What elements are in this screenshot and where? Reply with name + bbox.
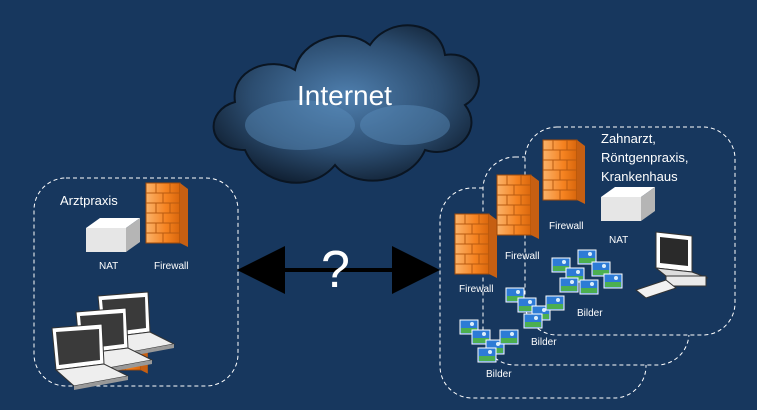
right-site-title-line-3: Krankenhaus	[601, 169, 678, 184]
internet-label: Internet	[297, 80, 392, 111]
laptops-icon	[51, 291, 175, 391]
firewall-icon	[145, 182, 189, 248]
firewall-icon	[496, 174, 540, 240]
back-firewall-label: Firewall	[459, 284, 494, 295]
firewall-icon	[454, 213, 498, 279]
front-firewall-label: Firewall	[549, 221, 584, 232]
middle-firewall-label: Firewall	[505, 251, 540, 262]
nat-router-icon	[601, 187, 655, 221]
nat-router-icon	[86, 218, 140, 252]
right-site-title-line-2: Röntgenpraxis,	[601, 150, 689, 165]
left-firewall-label: Firewall	[154, 261, 189, 272]
firewall-icon	[542, 139, 586, 205]
middle-images-label: Bilder	[531, 337, 557, 348]
front-nat-label: NAT	[609, 235, 629, 246]
front-images-label: Bilder	[577, 308, 603, 319]
right-site-title-line-1: Zahnarzt,	[601, 131, 656, 146]
left-nat-label: NAT	[99, 261, 119, 272]
workstation-icon	[634, 231, 709, 299]
back-images-label: Bilder	[486, 369, 512, 380]
internet-cloud-icon	[212, 24, 480, 184]
left-site-title: Arztpraxis	[60, 193, 118, 208]
connection-question-mark: ?	[321, 241, 350, 299]
